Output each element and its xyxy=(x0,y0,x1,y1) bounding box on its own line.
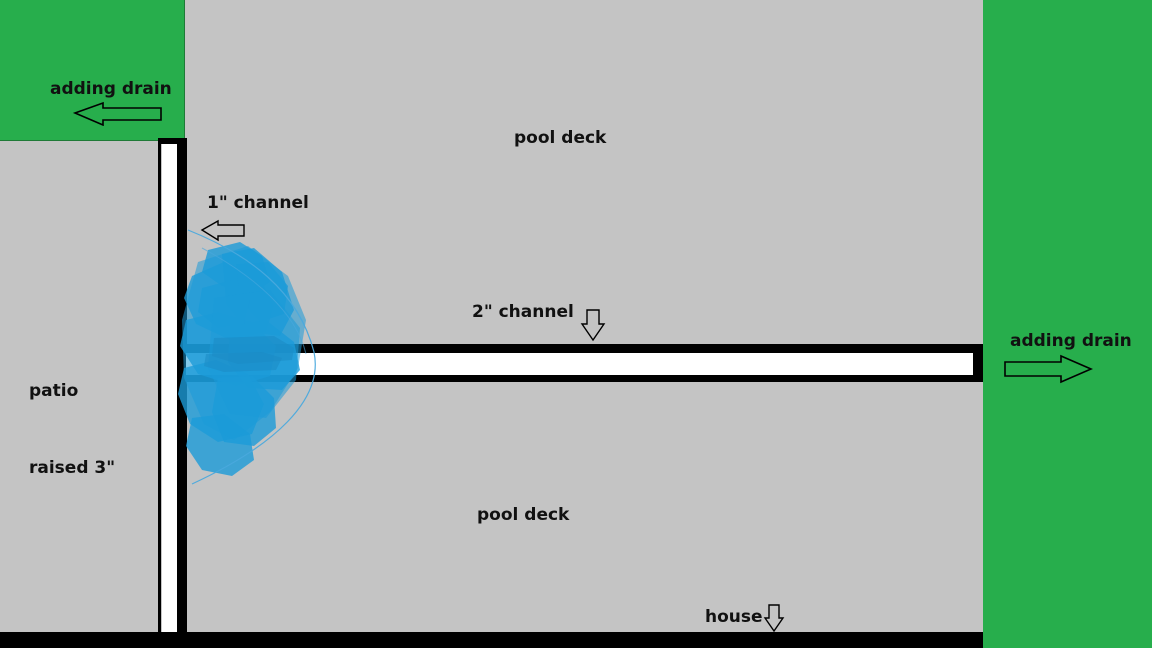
label-pool-deck-top: pool deck xyxy=(514,128,607,148)
house-wall xyxy=(0,632,983,648)
channel-2in-right-cap xyxy=(973,344,983,382)
label-adding-drain-left: adding drain xyxy=(50,79,172,99)
channel-1in-outer-line xyxy=(158,138,161,632)
region-adding-drain-upper-left xyxy=(0,0,185,141)
label-channel-1in: 1" channel xyxy=(207,193,309,213)
label-patio-line2: raised 3" xyxy=(29,457,116,478)
channel-1in-top-cap xyxy=(158,138,187,144)
channel-1in-void xyxy=(162,138,177,632)
label-patio-line1: patio xyxy=(29,381,79,401)
left-arrow-icon xyxy=(200,219,245,242)
down-arrow-icon xyxy=(580,309,606,342)
channel-2in-void xyxy=(186,353,983,375)
label-patio: patio raised 3" xyxy=(29,328,115,532)
down-arrow-icon xyxy=(763,604,785,633)
left-arrow-icon xyxy=(73,101,162,126)
channel-2in-bottom-wall xyxy=(186,375,983,382)
channel-1in-vertical xyxy=(158,138,187,632)
channel-2in-top-wall xyxy=(186,344,983,353)
label-house: house xyxy=(705,607,763,627)
label-adding-drain-right: adding drain xyxy=(1010,331,1132,351)
region-adding-drain-right xyxy=(983,0,1152,648)
label-channel-2in: 2" channel xyxy=(472,302,574,322)
label-pool-deck-bottom: pool deck xyxy=(477,505,570,525)
right-arrow-icon xyxy=(1004,354,1093,384)
channel-1in-inner-wall xyxy=(177,138,187,632)
channel-2in-horizontal xyxy=(186,344,983,382)
